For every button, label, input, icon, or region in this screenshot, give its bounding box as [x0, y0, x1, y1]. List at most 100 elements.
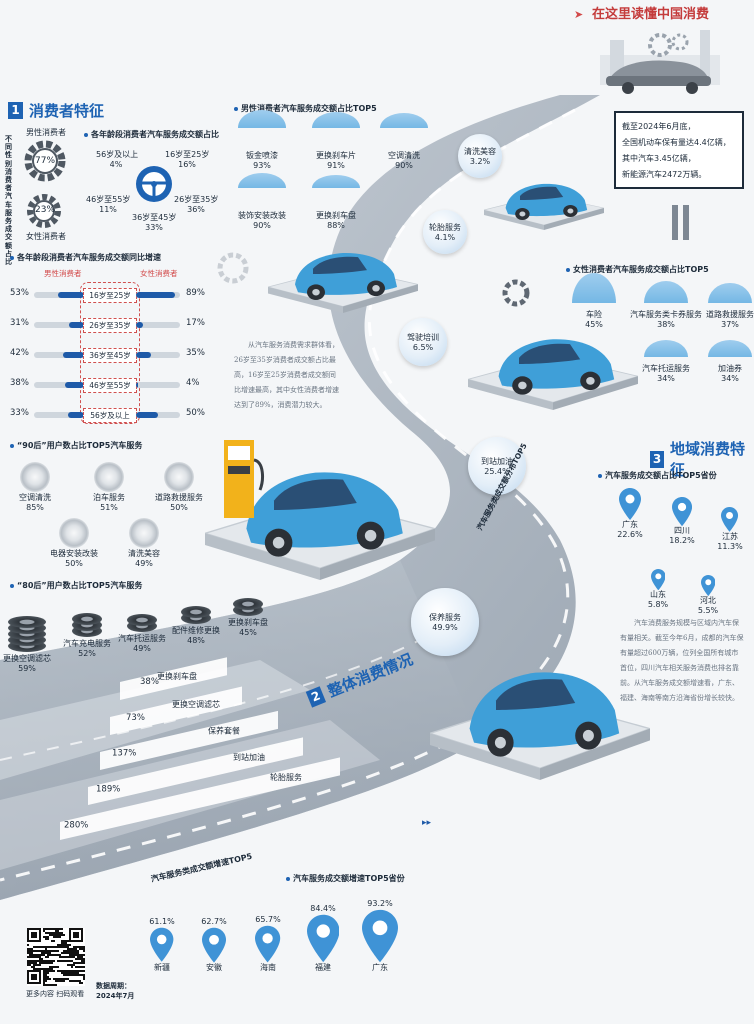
tire-icon: [8, 616, 46, 628]
age-growth-female-bar: [136, 382, 138, 388]
province-share-label: 河北: [700, 595, 716, 605]
wheel-icon: [164, 462, 194, 492]
age-growth-female-bar: [136, 352, 152, 358]
car-scene: [266, 235, 420, 313]
province-share-value: 11.3%: [717, 541, 743, 551]
province-share-label: 江苏: [722, 531, 738, 541]
female-top5-dome: [644, 340, 688, 357]
post90-label: 空调清洗: [19, 493, 51, 502]
age-group-label: 36岁至45岁: [83, 348, 137, 363]
male-top5-label: 装饰安装改装: [238, 211, 286, 220]
age-growth-male-track: [34, 382, 84, 388]
province-share-label: 广东: [622, 520, 638, 529]
province-growth-title: 汽车服务成交额增速TOP5省份: [286, 873, 405, 884]
female-consumer-label: 女性消费者: [26, 232, 66, 241]
female-top5-dome-fill: [708, 340, 752, 357]
qr-code[interactable]: [27, 928, 85, 986]
male-top5-label: 更换刹车片: [316, 151, 356, 160]
tire-icon: [181, 606, 211, 618]
car-scene: [202, 440, 438, 580]
car-icon: [482, 183, 606, 230]
age-46-55-cell: 46岁至55岁 11%: [86, 195, 130, 215]
province-growth-label: 安徽: [206, 962, 222, 972]
age-group-label: 56岁及以上: [83, 408, 137, 423]
male-share-value: 77%: [35, 156, 56, 166]
province-share-value: 5.8%: [647, 599, 669, 609]
age-growth-male-bar: [57, 292, 84, 298]
female-top5-value: 34%: [657, 374, 675, 383]
car-icon: [466, 339, 640, 410]
header-arrow-icon: ➤: [574, 8, 584, 21]
age-16-25-label: 16岁至25岁: [165, 150, 210, 159]
age-group-label: 16岁至25岁: [83, 288, 137, 303]
service-growth-label: 保养套餐: [207, 726, 240, 736]
male-top5-dome-fill: [312, 174, 360, 188]
age-36-45-cell: 36岁至45岁 33%: [132, 213, 176, 233]
province-share-value: 5.5%: [697, 605, 719, 615]
car-scene: [482, 170, 606, 230]
post90-value: 85%: [26, 503, 44, 512]
province-share-label: 山东: [650, 589, 666, 599]
female-top5-label: 加油券: [718, 364, 742, 373]
service-growth-value: 137%: [112, 748, 137, 759]
female-top5-dome-fill: [708, 282, 752, 303]
age-growth-male-value: 31%: [10, 318, 29, 328]
male-top5-value: 88%: [327, 221, 345, 230]
fuel-pump-icon: [222, 440, 268, 520]
post80-label: 汽车托运服务: [118, 634, 166, 643]
post80-label: 汽车充电服务: [63, 639, 111, 648]
map-pin-icon: [700, 574, 716, 596]
province-share-title: 汽车服务成交额占比TOP5省份: [598, 470, 717, 481]
wheel-icon: [59, 518, 89, 548]
age-growth-female-value: 4%: [186, 378, 200, 388]
age-growth-male-track: [34, 292, 84, 298]
section-1-title: 消费者特征: [29, 102, 105, 120]
female-top5-dome-fill: [644, 281, 688, 303]
map-pin-icon: [362, 909, 398, 963]
male-top5-dome: [312, 112, 360, 128]
map-pin-icon: [255, 925, 281, 963]
age-26-35-cell: 26岁至35岁 36%: [174, 195, 218, 215]
age-16-25-cell: 16岁至25岁 16%: [165, 150, 209, 170]
province-growth-value: 84.4%: [310, 904, 336, 914]
female-top5-value: 38%: [657, 320, 675, 329]
post80-value: 59%: [18, 664, 36, 673]
province-growth-cell: 61.1%新疆: [137, 917, 187, 973]
age-group-label: 46岁至55岁: [83, 378, 137, 393]
car-icon: [427, 672, 653, 780]
male-top5-dome-fill: [238, 110, 286, 128]
tire-icon: [127, 614, 157, 626]
age-16-25-value: 16%: [178, 160, 196, 169]
wheel-icon: [129, 518, 159, 548]
age-growth-female-track: [136, 412, 180, 418]
province-share-value: 22.6%: [617, 530, 643, 539]
age-group-label: 26岁至35岁: [83, 318, 137, 333]
age-36-45-label: 36岁至45岁: [132, 213, 177, 222]
tire-icon: [233, 598, 263, 610]
age-growth-female-bar: [136, 292, 176, 298]
age-growth-title: 各年龄段消费者汽车服务成交额同比增速: [10, 252, 161, 263]
car-icon: [266, 253, 420, 313]
male-top5-value: 90%: [395, 161, 413, 170]
province-growth-cell: 65.7%海南: [243, 915, 293, 973]
male-gear-icon: [24, 140, 66, 182]
service-growth-label: 到站加油: [233, 752, 265, 762]
age-growth-female-track: [136, 382, 180, 388]
post80-label: 更换空调滤芯: [3, 654, 51, 663]
province-growth-cell: 84.4% 福建: [298, 904, 348, 973]
province-growth-label: 福建: [315, 962, 331, 972]
service-share-label: 保养服务: [428, 612, 461, 622]
age-growth-male-value: 33%: [10, 408, 29, 418]
age-26-35-label: 26岁至35岁: [174, 195, 219, 204]
car-icon: [202, 472, 438, 580]
